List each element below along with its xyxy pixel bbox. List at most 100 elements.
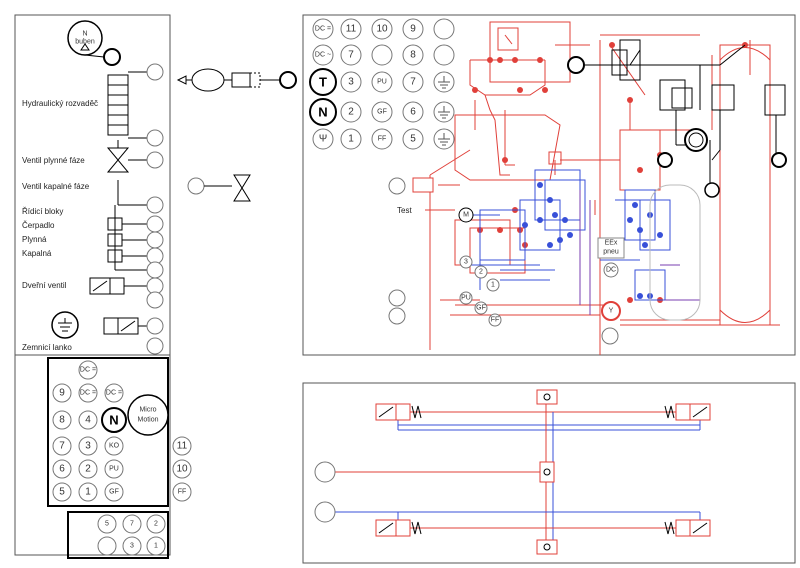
tank-valve-indicator-3[interactable] <box>771 152 787 168</box>
main-key-11[interactable]: 11 <box>340 18 362 40</box>
main-bottom-indicator[interactable] <box>601 327 619 345</box>
key-10[interactable]: 10 <box>172 459 192 479</box>
label-key-gf[interactable]: GF <box>474 301 488 315</box>
hydraulic-indicator-bottom[interactable] <box>146 129 164 147</box>
dc-indicator[interactable]: DC <box>603 262 619 278</box>
main-key-9[interactable]: 9 <box>402 18 424 40</box>
key-dc-3[interactable]: DC = <box>104 383 124 403</box>
main-key-empty-1[interactable] <box>433 18 455 40</box>
motor-m[interactable]: M <box>458 207 474 223</box>
grounding-indicator-2[interactable] <box>146 337 164 355</box>
control-block-indicator[interactable] <box>146 196 164 214</box>
mini-key-blank[interactable] <box>97 536 117 556</box>
key-1[interactable]: 1 <box>78 482 98 502</box>
main-keys: DC = DC ~ T N Ψ 11 7 3 <box>309 18 455 150</box>
main-key-t[interactable]: T <box>309 68 337 96</box>
valve-y-text: Y <box>609 308 614 315</box>
key-dc-1[interactable]: DC = <box>78 360 98 380</box>
mini-key-5[interactable]: 5 <box>97 514 117 534</box>
tank-valve-indicator-2[interactable] <box>704 182 720 198</box>
ground-key-2[interactable] <box>433 101 455 123</box>
hydraulic-indicator-top[interactable] <box>146 63 164 81</box>
mini-key-1[interactable]: 1 <box>146 536 166 556</box>
tank-valve-indicator-1[interactable] <box>657 152 673 168</box>
key-11[interactable]: 11 <box>172 436 192 456</box>
main-left-indicator-3[interactable] <box>388 307 406 325</box>
key-9[interactable]: 9 <box>52 383 72 403</box>
grounding-indicator[interactable] <box>146 317 164 335</box>
main-left-indicator-2[interactable] <box>388 289 406 307</box>
main-key-gf[interactable]: GF <box>371 101 393 123</box>
ground-key-1[interactable] <box>433 71 455 93</box>
key-ff[interactable]: FF <box>172 482 192 502</box>
key-3[interactable]: 3 <box>78 436 98 456</box>
key-2[interactable]: 2 <box>78 459 98 479</box>
label-key-3[interactable]: 3 <box>459 255 473 269</box>
main-key-8[interactable]: 8 <box>402 44 424 66</box>
main-key-10[interactable]: 10 <box>371 18 393 40</box>
bottom-check-valve-top <box>536 389 558 405</box>
cable-reel[interactable]: N buben <box>67 20 121 66</box>
key-8[interactable]: 8 <box>52 410 72 430</box>
main-key-3[interactable]: 3 <box>340 71 362 93</box>
mini-key-7[interactable]: 7 <box>122 514 142 534</box>
gas-phase-valve-indicator[interactable] <box>146 151 164 169</box>
key-9-label: 9 <box>59 388 65 399</box>
key-pu[interactable]: PU <box>104 459 124 479</box>
main-key-2[interactable]: 2 <box>340 101 362 123</box>
pump-indicator[interactable] <box>146 215 164 233</box>
main-key-blank[interactable] <box>371 44 393 66</box>
label-hydraulic-distributor: Hydraulický rozvaděč <box>22 99 98 108</box>
key-6[interactable]: 6 <box>52 459 72 479</box>
key-8-label: 8 <box>59 415 65 426</box>
main-key-pu[interactable]: PU <box>371 71 393 93</box>
tank-top-indicator[interactable] <box>567 56 585 74</box>
mini-key-2[interactable]: 2 <box>146 514 166 534</box>
main-key-ff[interactable]: FF <box>371 128 393 150</box>
gas-indicator[interactable] <box>146 231 164 249</box>
main-key-psi[interactable]: Ψ <box>312 128 334 150</box>
main-key-n[interactable]: N <box>309 98 337 126</box>
main-key-dc-ac[interactable]: DC ~ <box>312 44 334 66</box>
keypad: DC = 9 DC = DC = 8 4 N Micro Moti <box>52 360 192 502</box>
main-key-7b[interactable]: 7 <box>402 71 424 93</box>
pump-indicator-main[interactable] <box>279 71 297 89</box>
main-key-dc-eq[interactable]: DC = <box>312 18 334 40</box>
key-10-label: 10 <box>176 464 188 475</box>
block-indicator-extra[interactable] <box>146 261 164 279</box>
label-key-2[interactable]: 2 <box>474 265 488 279</box>
main-key-3-label: 3 <box>348 77 354 88</box>
key-n[interactable]: N <box>101 407 127 433</box>
label-key-ff[interactable]: FF <box>488 313 502 327</box>
valve-y[interactable]: Y <box>601 301 621 321</box>
key-ko[interactable]: KO <box>104 436 124 456</box>
main-left-indicator-1[interactable] <box>388 177 406 195</box>
main-key-empty-2[interactable] <box>433 44 455 66</box>
key-dc-2[interactable]: DC = <box>78 383 98 403</box>
eex-label-2: pneu <box>603 249 619 256</box>
door-valve-indicator-2[interactable] <box>146 291 164 309</box>
key-5[interactable]: 5 <box>52 482 72 502</box>
main-key-1[interactable]: 1 <box>340 128 362 150</box>
dc-indicator-label: DC <box>606 267 616 274</box>
main-key-5[interactable]: 5 <box>402 128 424 150</box>
main-left-valve-box[interactable] <box>412 177 434 193</box>
micromotion-button[interactable]: Micro Motion <box>127 394 169 436</box>
bottom-indicator-top[interactable] <box>314 461 336 483</box>
ground-key-3[interactable] <box>433 128 455 150</box>
pump-motor-indicator[interactable] <box>684 128 708 152</box>
liquid-phase-valve-indicator[interactable] <box>187 177 205 195</box>
key-4[interactable]: 4 <box>78 410 98 430</box>
main-key-7a[interactable]: 7 <box>340 44 362 66</box>
key-7[interactable]: 7 <box>52 436 72 456</box>
main-key-6[interactable]: 6 <box>402 101 424 123</box>
grounding-cable[interactable] <box>51 311 79 339</box>
key-gf[interactable]: GF <box>104 482 124 502</box>
label-key-pu[interactable]: PU <box>459 291 473 305</box>
bottom-indicator-bottom[interactable] <box>314 501 336 523</box>
label-key-1[interactable]: 1 <box>486 278 500 292</box>
mini-key-3[interactable]: 3 <box>122 536 142 556</box>
keypad-frame <box>47 357 169 507</box>
main-panel-frame <box>302 14 796 356</box>
key-dc-2-label: DC = <box>80 390 96 397</box>
